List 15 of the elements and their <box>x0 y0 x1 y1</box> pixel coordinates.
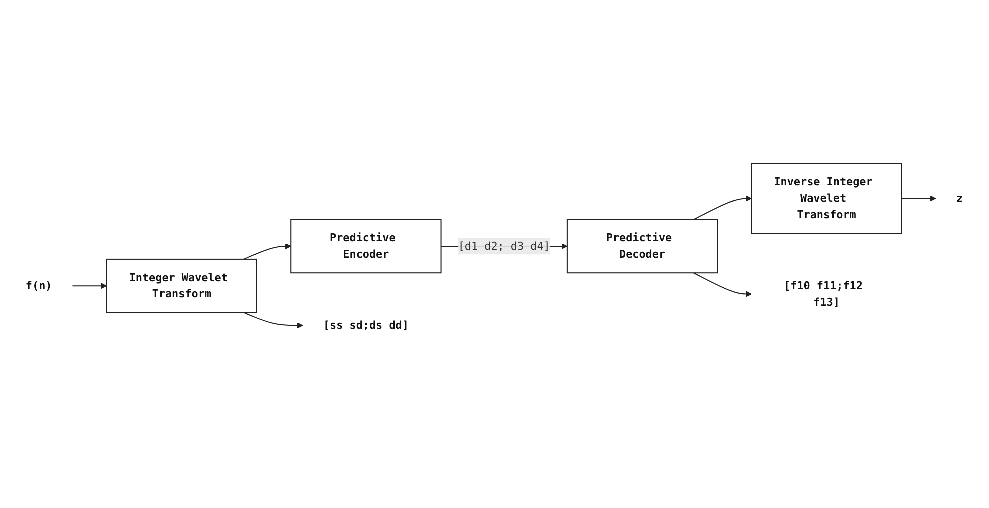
node-box: Inverse Integer Wavelet Transform <box>751 163 902 234</box>
node-box: Predictive Decoder <box>566 219 718 274</box>
arrow <box>694 272 752 298</box>
edge-label: [d1 d2; d3 d4] <box>458 240 550 253</box>
arrow <box>244 312 304 329</box>
arrow <box>902 196 936 202</box>
node-text: [f10 f11;f12 f13] <box>784 279 863 309</box>
node-box: Integer Wavelet Transform <box>106 258 258 314</box>
arrow <box>72 283 108 290</box>
arrow <box>244 244 292 260</box>
node-box: Predictive Encoder <box>290 219 442 274</box>
node-text: z <box>956 192 964 205</box>
node-text: f(n) <box>26 279 52 292</box>
arrow <box>694 196 752 220</box>
node-text: [ss sd;ds dd] <box>323 318 409 332</box>
